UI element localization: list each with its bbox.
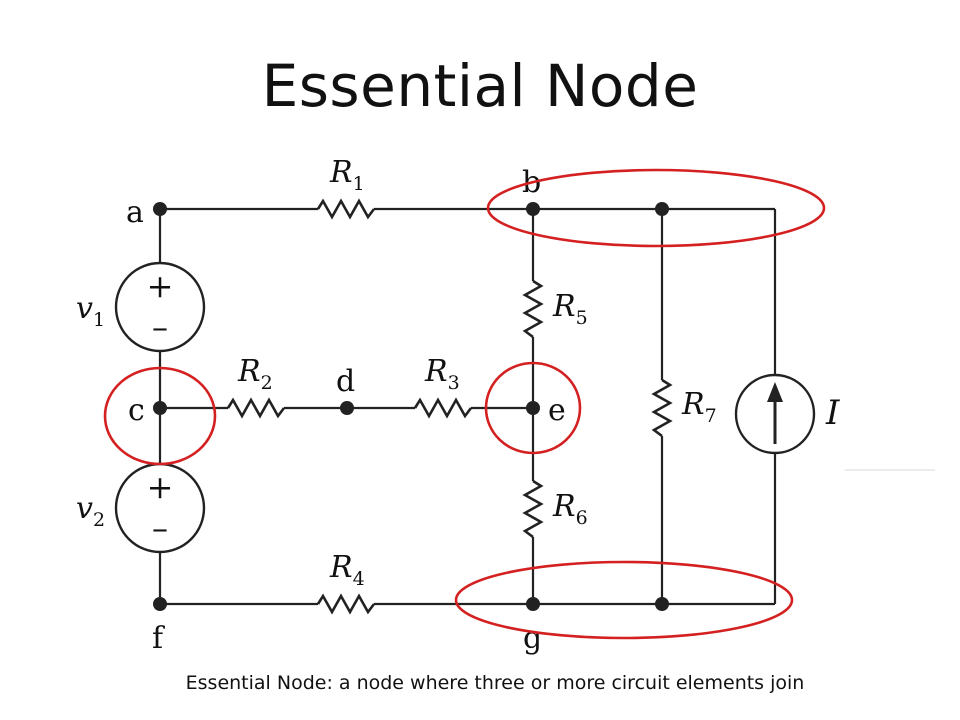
highlight-node-e	[484, 361, 582, 455]
voltage-source-v1: + –	[114, 261, 206, 353]
label-v1: v1	[76, 291, 105, 331]
label-r3: R3	[424, 354, 460, 394]
node-a-dot	[153, 202, 167, 216]
label-i: I	[825, 393, 840, 433]
node-label-g: g	[523, 621, 542, 656]
label-r1: R1	[329, 155, 365, 195]
resistor-r7	[651, 378, 673, 438]
node-d-dot	[340, 401, 354, 415]
label-r4: R4	[329, 550, 365, 590]
svg-text:+: +	[147, 267, 174, 305]
resistor-r2	[226, 397, 286, 419]
label-v2: v2	[76, 491, 105, 531]
label-r5: R5	[552, 289, 588, 329]
svg-text:–: –	[152, 509, 168, 547]
node-f-dot	[153, 597, 167, 611]
highlight-node-c	[103, 366, 217, 466]
node-label-c: c	[128, 393, 145, 428]
node-label-a: a	[126, 195, 144, 230]
voltage-source-v2: + –	[114, 462, 206, 554]
current-source-i	[734, 373, 816, 455]
resistor-r3	[413, 397, 473, 419]
label-r6: R6	[552, 489, 588, 529]
svg-text:+: +	[147, 468, 174, 506]
label-r7: R7	[681, 387, 717, 427]
resistor-r6	[522, 479, 544, 539]
resistor-r5	[522, 279, 544, 339]
node-c-dot	[153, 401, 167, 415]
node-label-d: d	[336, 364, 355, 399]
node-b-dot	[526, 202, 540, 216]
node-label-e: e	[548, 393, 566, 428]
highlight-node-b	[486, 168, 826, 248]
highlight-node-g	[454, 560, 794, 640]
resistor-r1	[316, 198, 376, 220]
svg-text:–: –	[152, 308, 168, 346]
label-r2: R2	[237, 354, 273, 394]
node-label-f: f	[152, 621, 165, 656]
page-title: Essential Node	[261, 52, 699, 120]
junction-dots	[153, 202, 669, 611]
node-g-dot	[526, 597, 540, 611]
resistor-r4	[316, 593, 376, 615]
node-e-dot	[526, 401, 540, 415]
highlight-rings	[103, 168, 826, 640]
definition-caption: Essential Node: a node where three or mo…	[185, 672, 805, 694]
